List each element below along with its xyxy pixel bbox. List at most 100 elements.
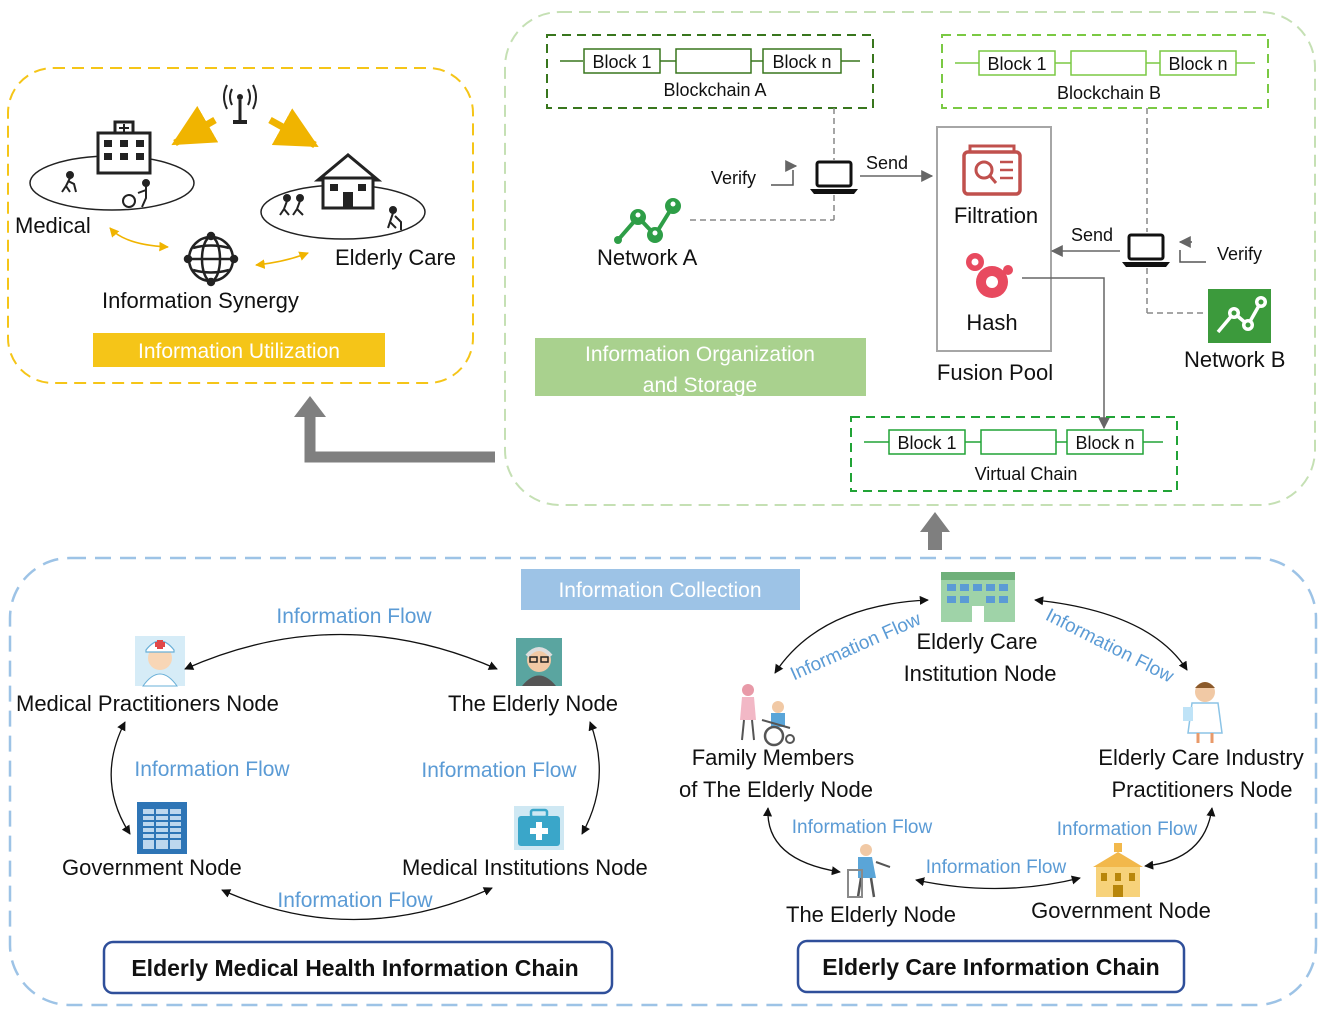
care-flow-top-right-label: Information Flow (1042, 605, 1177, 688)
care-elderly-node-label: The Elderly Node (786, 902, 956, 927)
information-organization-badge (535, 338, 866, 396)
information-collection-label: Information Collection (558, 579, 761, 602)
elderly-node-label: The Elderly Node (448, 691, 618, 716)
blockchain-b-blockn: Block n (1168, 54, 1227, 74)
medical-flow-top-arrow (184, 633, 498, 670)
blockchain-b-block1: Block 1 (987, 54, 1046, 74)
family-members-label-line1: Family Members (692, 745, 855, 770)
care-government-node-label: Government Node (1031, 898, 1211, 923)
fusion-pool-box (936, 126, 1052, 352)
medical-practitioners-node-label: Medical Practitioners Node (16, 691, 279, 716)
verify-a-label: Verify (711, 168, 756, 188)
blockchain-a-blockn: Block n (772, 52, 831, 72)
medical-flow-right-label: Information Flow (421, 759, 577, 782)
collection-to-organization-arrowhead (920, 512, 950, 532)
hash-gears-icon (966, 253, 1013, 298)
care-flow-mid-left-label: Information Flow (792, 817, 933, 838)
hash-label: Hash (966, 310, 1017, 335)
virtual-chain-name: Virtual Chain (975, 464, 1078, 484)
organization-to-utilization-arrow (304, 415, 495, 463)
government-building-icon (137, 802, 187, 854)
government-node-label: Government Node (62, 855, 242, 880)
verify-b-label: Verify (1217, 244, 1262, 264)
information-synergy-label: Information Synergy (102, 288, 299, 313)
medical-kit-icon (514, 806, 564, 850)
collection-to-organization-arrow (928, 530, 942, 550)
information-collection-panel: Information Collection Medical Practitio… (8, 556, 1318, 1007)
care-practitioner-icon (1183, 682, 1223, 743)
medical-chain-title-box (102, 940, 614, 995)
care-flow-top-left-arrow (774, 595, 929, 674)
send-b-label: Send (1071, 225, 1113, 245)
medical-chain-title: Elderly Medical Health Information Chain (131, 955, 578, 981)
medical-flow-bottom-label: Information Flow (277, 889, 433, 912)
information-utilization-panel: Medical Elderly Care Inform (7, 67, 474, 384)
medical-flow-top-label: Information Flow (276, 605, 432, 628)
hospital-icon (96, 120, 152, 175)
elderly-care-label: Elderly Care (335, 245, 456, 270)
send-a-label: Send (866, 153, 908, 173)
network-b-label: Network B (1184, 347, 1285, 372)
information-organization-panel: Block 1 Block n Blockchain A Block 1 Blo… (504, 11, 1316, 506)
care-industry-label-line1: Elderly Care Industry (1098, 745, 1303, 770)
medical-flow-bottom-arrow (221, 887, 493, 921)
elderly-person-icon (516, 638, 562, 686)
medical-label: Medical (15, 213, 91, 238)
elderly-walker-icon (847, 844, 891, 898)
blockchain-a-block1: Block 1 (592, 52, 651, 72)
care-flow-bottom-arrow (915, 875, 1081, 890)
virtual-chain: Block 1 Block n Virtual Chain (850, 416, 1178, 492)
antenna-to-medical-arrow (171, 105, 219, 147)
virtual-chain-block1: Block 1 (897, 433, 956, 453)
virtual-chain-blockn: Block n (1075, 433, 1134, 453)
laptop-a-icon (810, 160, 858, 194)
information-utilization-badge (93, 333, 385, 367)
organization-label-line2: and Storage (643, 374, 757, 397)
care-synergy-arrow (255, 251, 309, 269)
laptop-b-icon (1122, 233, 1170, 267)
filtration-label: Filtration (954, 203, 1038, 228)
blockchain-a: Block 1 Block n Blockchain A (546, 34, 874, 109)
antenna-icon (223, 84, 257, 124)
globe-icon (183, 231, 239, 287)
organization-to-utilization-arrowhead (294, 396, 326, 417)
care-institution-label-line2: Institution Node (904, 661, 1057, 686)
care-flow-top-right-arrow (1034, 596, 1188, 671)
family-members-label-line2: of The Elderly Node (679, 777, 873, 802)
care-flow-bottom-label: Information Flow (926, 857, 1067, 878)
information-utilization-label: Information Utilization (138, 340, 340, 363)
filtration-icon (962, 144, 1022, 196)
elderly-walking-icon (61, 171, 77, 193)
blockchain-b-name: Blockchain B (1057, 83, 1161, 103)
network-b-icon (1208, 289, 1271, 343)
verify-a-icon (771, 170, 794, 186)
blockchain-b: Block 1 Block n Blockchain B (941, 34, 1269, 109)
information-collection-badge (521, 569, 800, 610)
antenna-to-care-arrow (268, 108, 319, 149)
care-chain-title: Elderly Care Information Chain (822, 954, 1159, 980)
care-home-icon (313, 153, 383, 210)
care-institution-building-icon (941, 572, 1015, 622)
network-a-icon (614, 198, 681, 244)
hash-to-virtual-chain-arrow (1022, 277, 1110, 430)
care-industry-label-line2: Practitioners Node (1112, 777, 1293, 802)
elderly-cane-icon (387, 206, 402, 230)
fusion-pool-label: Fusion Pool (937, 360, 1053, 385)
care-flow-mid-right-label: Information Flow (1057, 819, 1198, 840)
blockchain-a-name: Blockchain A (663, 80, 766, 100)
care-chain-title-box (796, 939, 1186, 994)
verify-b-icon (1179, 250, 1206, 263)
organization-label-line1: Information Organization (585, 343, 815, 366)
medical-flow-left-label: Information Flow (134, 758, 290, 781)
care-institution-label-line1: Elderly Care (916, 629, 1037, 654)
medical-flow-right-arrow (581, 721, 600, 835)
elderly-couple-icon (279, 194, 304, 216)
care-flow-mid-left-arrow (762, 807, 841, 876)
family-members-icon (740, 684, 795, 747)
care-flow-mid-right-arrow (1144, 807, 1216, 870)
medical-synergy-arrow (109, 227, 169, 252)
care-government-building-icon (1093, 843, 1143, 897)
medical-flow-left-arrow (110, 721, 131, 835)
